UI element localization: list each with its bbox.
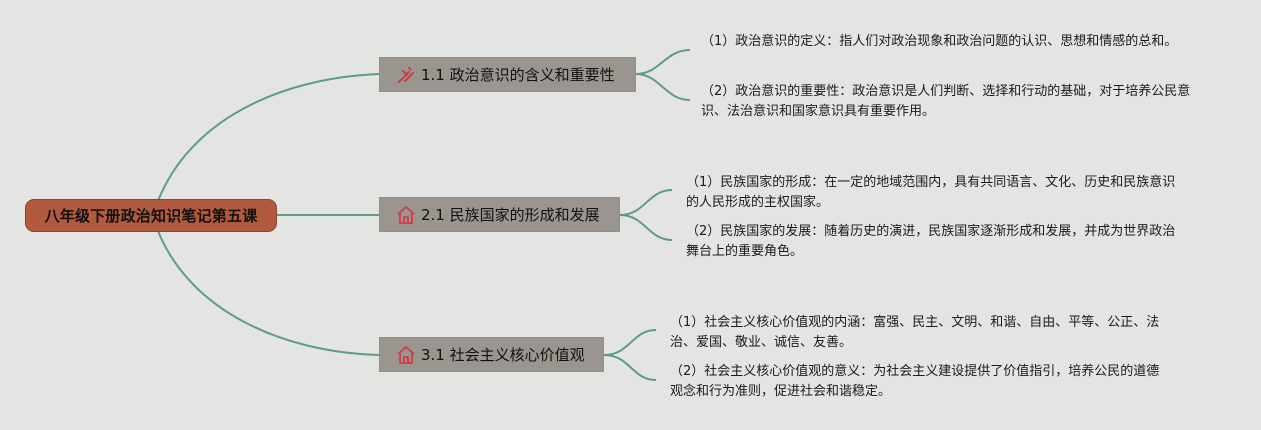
branch-topic-2-label: 2.1 民族国家的形成和发展 [421,206,600,224]
leaf-topic-3-2[interactable]: （2）社会主义核心价值观的意义：为社会主义建设提供了价值指引，培养公民的道德观念… [670,364,1160,399]
connector-branch-3-leaf-2 [603,354,657,381]
connector-branch-1-leaf-1 [635,49,691,75]
branch-topic-3-label: 3.1 社会主义核心价值观 [421,346,585,364]
connector-root-branch-1 [157,73,380,202]
leaf-topic-1-2[interactable]: （2）政治意识的重要性：政治意识是人们判断、选择和行动的基础，对于培养公民意识、… [701,84,1191,119]
leaf-topic-2-2[interactable]: （2）民族国家的发展：随着历史的演进，民族国家逐渐形成和发展，并成为世界政治舞台… [686,224,1176,259]
connector-branch-2-leaf-2 [619,214,673,241]
home-icon [396,205,416,225]
pencil-ruler-icon [396,65,416,85]
branch-topic-2[interactable]: 2.1 民族国家的形成和发展 [379,197,620,232]
leaf-topic-2-1[interactable]: （1）民族国家的形成：在一定的地域范围内，具有共同语言、文化、历史和民族意识的人… [686,175,1176,210]
connector-branch-2-leaf-1 [619,189,673,216]
branch-topic-3[interactable]: 3.1 社会主义核心价值观 [379,337,604,372]
connector-branch-1-leaf-2 [635,73,691,101]
root-topic-label: 八年级下册政治知识笔记第五课 [44,207,258,225]
leaf-topic-1-1[interactable]: （1）政治意识的定义：指人们对政治现象和政治问题的认识、思想和情感的总和。 [701,34,1178,49]
connector-branch-3-leaf-1 [603,329,657,356]
home-icon [396,345,416,365]
root-topic[interactable]: 八年级下册政治知识笔记第五课 [25,199,277,232]
leaf-topic-3-1[interactable]: （1）社会主义核心价值观的内涵：富强、民主、文明、和谐、自由、平等、公正、法治、… [670,315,1160,350]
branch-topic-1[interactable]: 1.1 政治意识的含义和重要性 [379,57,636,92]
connector-root-branch-3 [157,230,380,356]
branch-topic-1-label: 1.1 政治意识的含义和重要性 [421,66,615,84]
